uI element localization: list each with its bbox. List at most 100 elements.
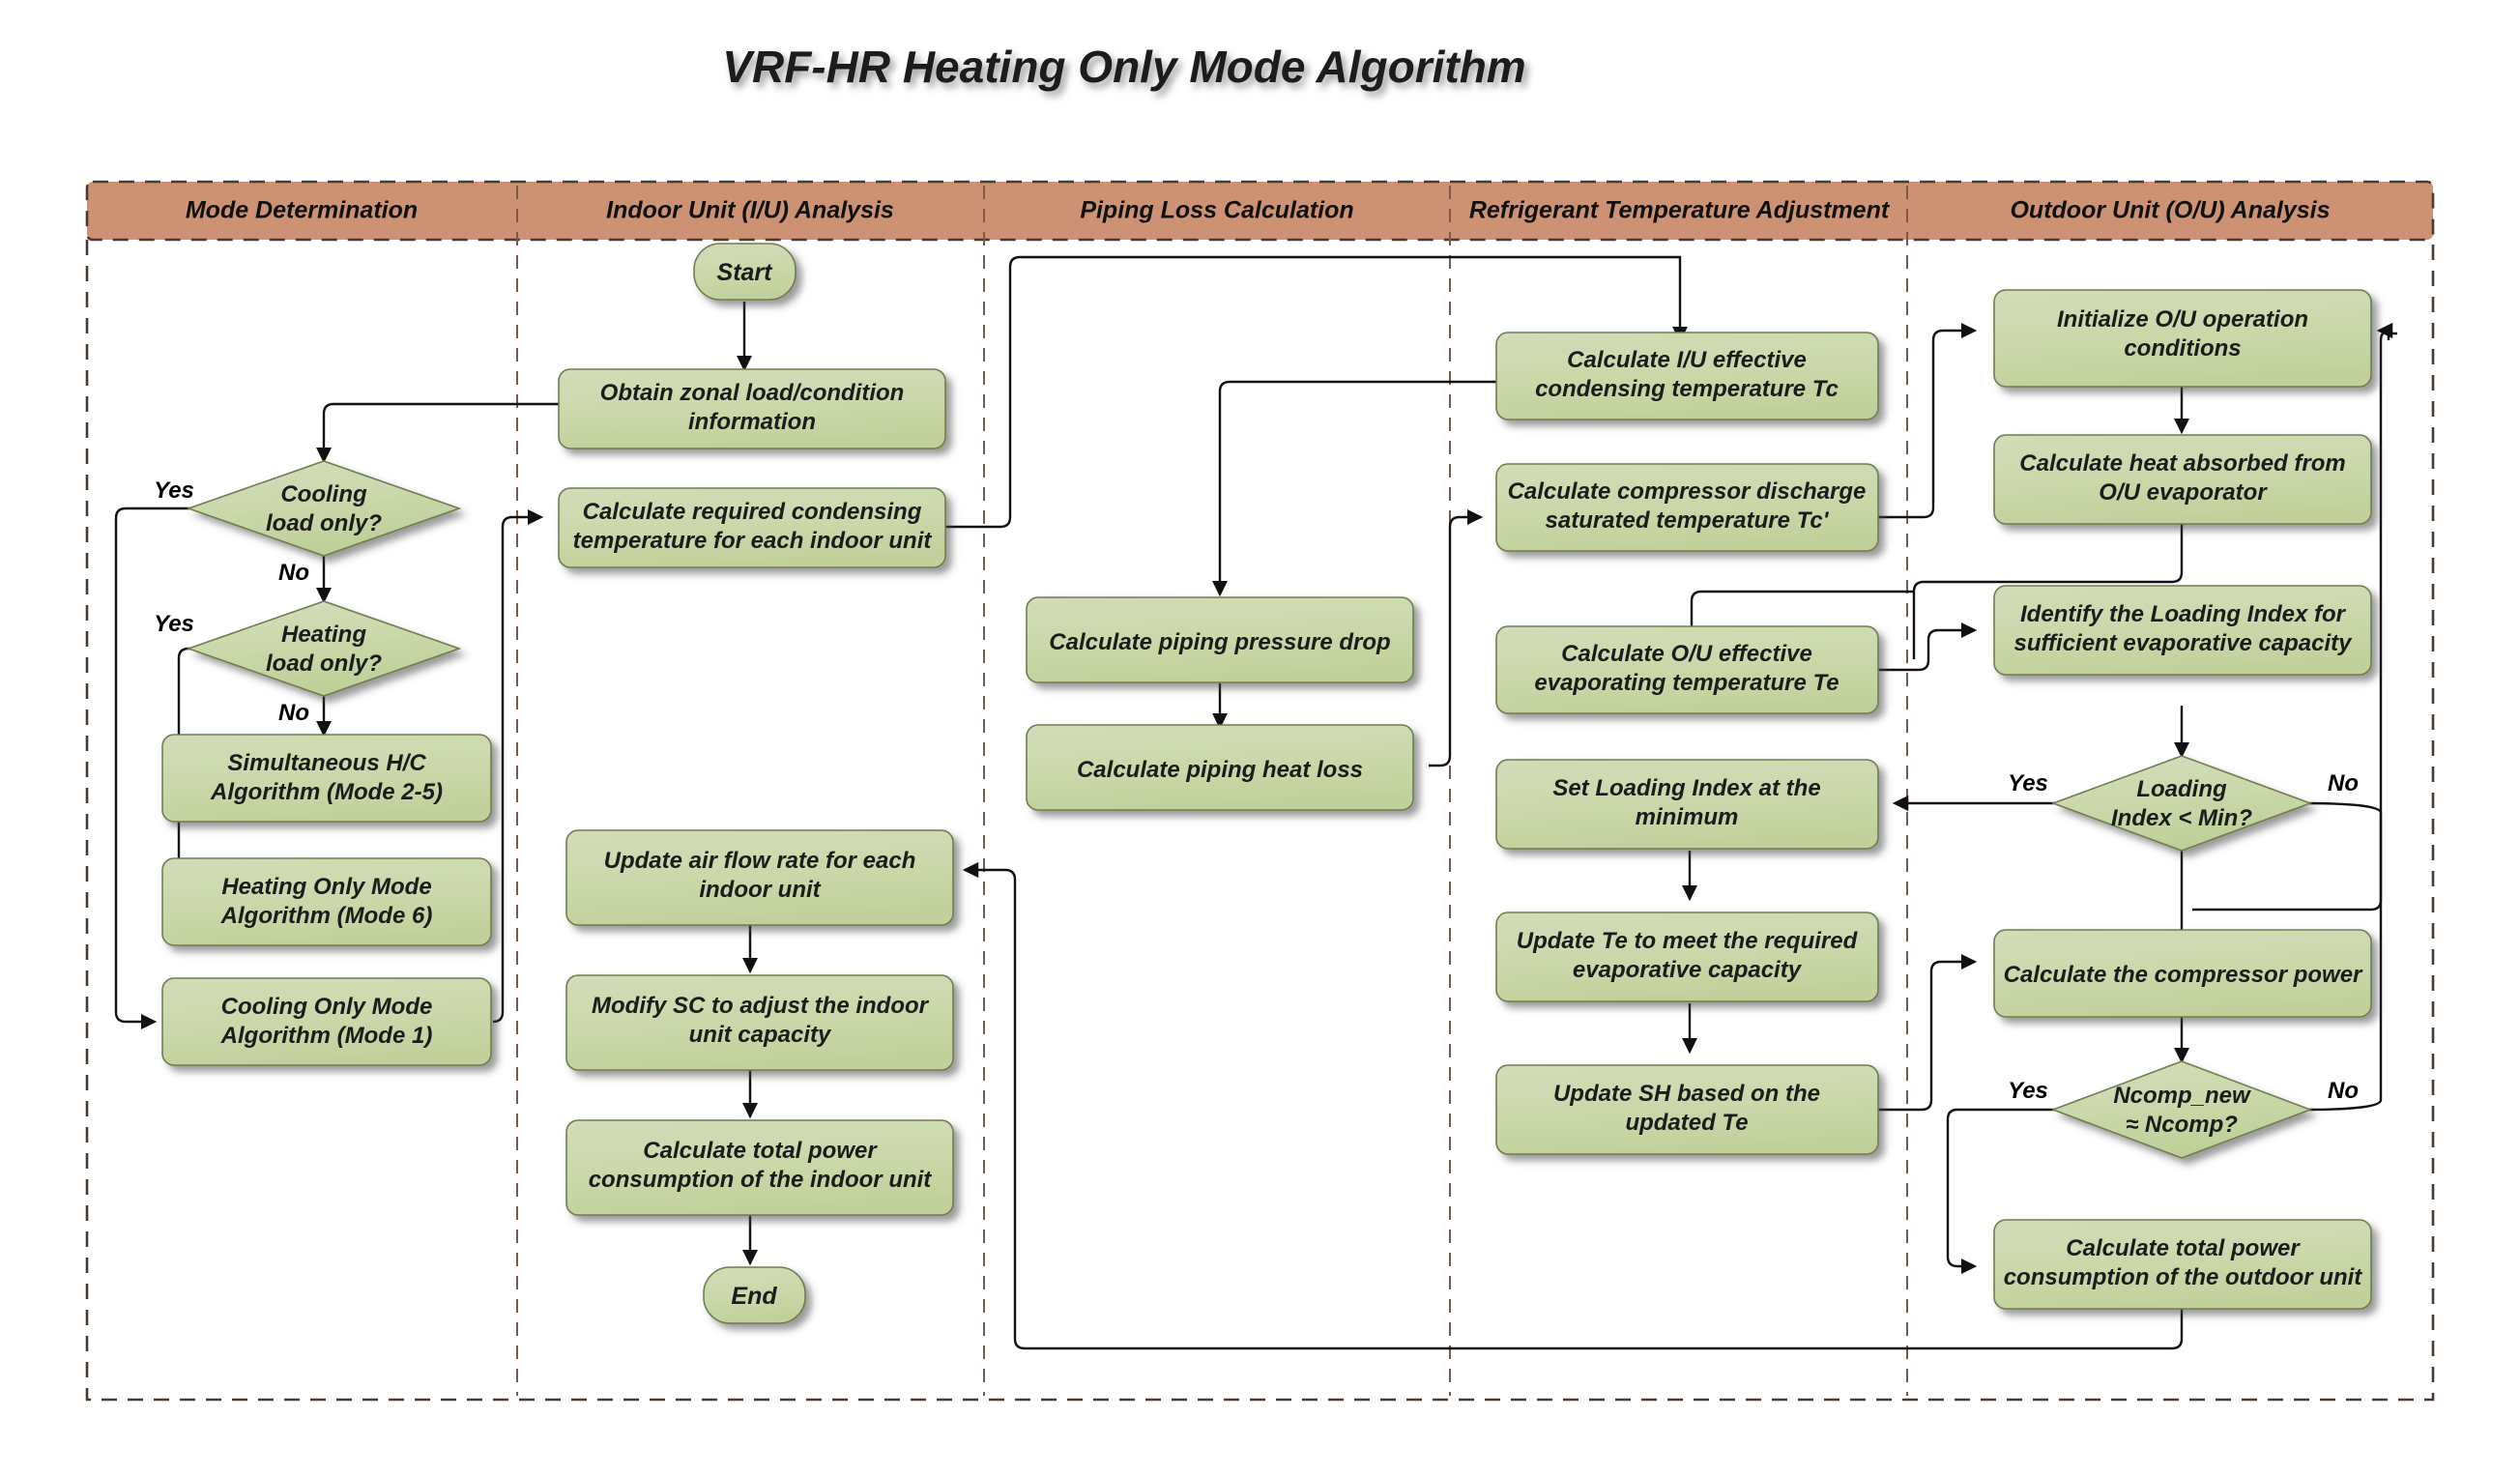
node-modify-sc[interactable]: Modify SC to adjust the indoor unit capa… <box>565 974 954 1071</box>
lane-label-indoor-unit-analysis: Indoor Unit (I/U) Analysis <box>606 197 894 224</box>
node-calc-heat-absorbed[interactable]: Calculate heat absorbed from O/U evapora… <box>1993 434 2372 525</box>
node-init-ou-line1: Initialize O/U operation <box>2057 306 2308 333</box>
lane-label-outdoor-unit-analysis: Outdoor Unit (O/U) Analysis <box>2010 197 2330 224</box>
node-ncomp-check-line1: Ncomp_new <box>2113 1083 2251 1109</box>
node-ncomp-check[interactable]: Ncomp_new ≈ Ncomp? <box>2050 1060 2313 1159</box>
edge-heat-absorbed-down <box>1912 522 2184 659</box>
edge-ou-power-to-update-airflow <box>962 861 2184 1350</box>
node-calc-req-cond-line1: Calculate required condensing <box>583 499 922 525</box>
node-end[interactable]: End <box>703 1266 806 1324</box>
node-calc-heat-absorbed-line1: Calculate heat absorbed from <box>2019 450 2345 477</box>
edge-ncomp-no-stub <box>2387 332 2397 340</box>
node-loading-index-check[interactable]: Loading Index < Min? <box>2050 755 2313 852</box>
node-update-sh-line2: updated Te <box>1625 1110 1748 1136</box>
node-calc-iu-tc-line2: condensing temperature Tc <box>1535 376 1839 402</box>
edge-label-ncomp-no: No <box>2328 1078 2359 1104</box>
node-calc-indoor-power-line1: Calculate total power <box>643 1138 878 1164</box>
edge-label-cooling-no: No <box>278 560 309 586</box>
edge-label-loading-no: No <box>2328 770 2359 796</box>
node-set-loading-index-min[interactable]: Set Loading Index at the minimum <box>1495 759 1879 850</box>
lane-label-refrigerant-temp-adjustment: Refrigerant Temperature Adjustment <box>1469 197 1891 224</box>
pool-outline <box>85 240 2435 1402</box>
node-update-sh-line1: Update SH based on the <box>1553 1081 1820 1107</box>
node-update-te-line2: evaporative capacity <box>1573 957 1803 983</box>
node-start-label: Start <box>717 259 774 286</box>
node-update-sh[interactable]: Update SH based on the updated Te <box>1495 1064 1879 1155</box>
node-obtain-zonal-line2: information <box>688 409 816 435</box>
node-calc-heat-absorbed-line2: O/U evaporator <box>2099 479 2268 506</box>
node-loading-check-line2: Index < Min? <box>2111 805 2252 831</box>
node-calc-iu-tc[interactable]: Calculate I/U effective condensing tempe… <box>1495 332 1879 420</box>
node-heating-load-only[interactable]: Heating load only? <box>186 600 462 697</box>
node-simultaneous-hc-line1: Simultaneous H/C <box>227 750 426 776</box>
node-cooling-only-mode[interactable]: Cooling Only Mode Algorithm (Mode 1) <box>161 977 492 1066</box>
node-calc-compressor-tc-prime[interactable]: Calculate compressor discharge saturated… <box>1495 463 1879 552</box>
node-piping-pressure-drop[interactable]: Calculate piping pressure drop <box>1026 596 1414 683</box>
node-simultaneous-hc[interactable]: Simultaneous H/C Algorithm (Mode 2-5) <box>161 734 492 823</box>
node-update-te[interactable]: Update Te to meet the required evaporati… <box>1495 912 1879 1002</box>
node-calc-ou-power-line1: Calculate total power <box>2066 1235 2301 1261</box>
node-calc-req-cond-line2: temperature for each indoor unit <box>573 528 933 554</box>
node-init-ou-line2: conditions <box>2124 335 2241 362</box>
node-calc-required-condensing-temp[interactable]: Calculate required condensing temperatur… <box>558 487 946 568</box>
node-obtain-zonal-line1: Obtain zonal load/condition <box>600 380 905 406</box>
node-piping-pressure-drop-label: Calculate piping pressure drop <box>1049 629 1390 655</box>
node-calc-ou-te-line1: Calculate O/U effective <box>1561 641 1812 667</box>
node-cooling-load-only-line1: Cooling <box>280 481 367 507</box>
node-ncomp-check-line2: ≈ Ncomp? <box>2126 1112 2238 1138</box>
node-update-air-flow-line1: Update air flow rate for each <box>604 848 916 874</box>
node-update-te-line1: Update Te to meet the required <box>1517 928 1859 954</box>
node-update-air-flow[interactable]: Update air flow rate for each indoor uni… <box>565 829 954 926</box>
node-calc-outdoor-power[interactable]: Calculate total power consumption of the… <box>1993 1219 2372 1310</box>
node-heating-only-mode-line1: Heating Only Mode <box>221 874 431 900</box>
page-title: VRF-HR Heating Only Mode Algorithm <box>722 42 1525 92</box>
edge-label-heating-yes: Yes <box>154 611 194 637</box>
node-start[interactable]: Start <box>693 243 797 301</box>
node-cooling-only-mode-line1: Cooling Only Mode <box>221 994 433 1020</box>
node-heating-load-only-line2: load only? <box>266 651 382 677</box>
edge-tc-prime-to-init-ou <box>1878 322 1978 519</box>
node-modify-sc-line2: unit capacity <box>689 1022 832 1048</box>
node-heating-only-mode-line2: Algorithm (Mode 6) <box>220 903 433 929</box>
node-calc-compressor-power[interactable]: Calculate the compressor power <box>1993 929 2372 1018</box>
node-set-loading-min-line1: Set Loading Index at the <box>1552 775 1820 801</box>
edge-update-sh-to-comp-power <box>1878 953 1978 1112</box>
node-cooling-only-mode-line2: Algorithm (Mode 1) <box>220 1023 433 1049</box>
node-heating-only-mode[interactable]: Heating Only Mode Algorithm (Mode 6) <box>161 857 492 946</box>
node-obtain-zonal[interactable]: Obtain zonal load/condition information <box>558 368 946 449</box>
node-calc-comp-power-label: Calculate the compressor power <box>2004 962 2363 988</box>
edge-label-loading-yes: Yes <box>2008 770 2048 796</box>
node-end-label: End <box>731 1283 777 1310</box>
node-calc-comp-tc-prime-line2: saturated temperature Tc' <box>1546 507 1830 534</box>
node-heating-load-only-line1: Heating <box>281 622 366 648</box>
lane-label-piping-loss-calculation: Piping Loss Calculation <box>1080 197 1353 224</box>
edge-iu-tc-to-piping-drop <box>1211 380 1496 597</box>
node-identify-li-line1: Identify the Loading Index for <box>2020 601 2347 627</box>
node-set-loading-min-line2: minimum <box>1636 804 1739 830</box>
edge-mode-to-calc-req-cond <box>492 508 544 1024</box>
edge-cooling-yes-to-mode1 <box>114 506 208 1030</box>
node-cooling-load-only-line2: load only? <box>266 510 382 536</box>
edge-label-heating-no: No <box>278 700 309 726</box>
edge-heat-loss-to-tc-prime <box>1429 508 1484 767</box>
edge-ncomp-yes-to-ou-power <box>1946 1108 2060 1275</box>
node-calc-ou-power-line2: consumption of the outdoor unit <box>2004 1264 2363 1290</box>
edge-obtain-to-cooling <box>315 402 559 464</box>
node-initialize-ou[interactable]: Initialize O/U operation conditions <box>1993 289 2372 388</box>
edge-label-cooling-yes: Yes <box>154 478 194 504</box>
edge-heat-absorbed-to-ou-te <box>1683 590 1914 651</box>
lane-label-mode-determination: Mode Determination <box>186 197 418 224</box>
edge-label-ncomp-yes: Yes <box>2008 1078 2048 1104</box>
edge-ou-te-to-identify-li <box>1878 622 1978 672</box>
node-piping-heat-loss[interactable]: Calculate piping heat loss <box>1026 724 1414 811</box>
node-simultaneous-hc-line2: Algorithm (Mode 2-5) <box>210 779 443 805</box>
node-identify-li-line2: sufficient evaporative capacity <box>2013 630 2353 656</box>
node-cooling-load-only[interactable]: Cooling load only? <box>186 460 462 557</box>
node-calc-ou-te[interactable]: Calculate O/U effective evaporating temp… <box>1495 625 1879 714</box>
node-identify-loading-index[interactable]: Identify the Loading Index for sufficien… <box>1993 585 2372 676</box>
node-piping-heat-loss-label: Calculate piping heat loss <box>1077 757 1363 783</box>
node-calc-indoor-power[interactable]: Calculate total power consumption of the… <box>565 1119 954 1216</box>
node-calc-indoor-power-line2: consumption of the indoor unit <box>589 1167 933 1193</box>
